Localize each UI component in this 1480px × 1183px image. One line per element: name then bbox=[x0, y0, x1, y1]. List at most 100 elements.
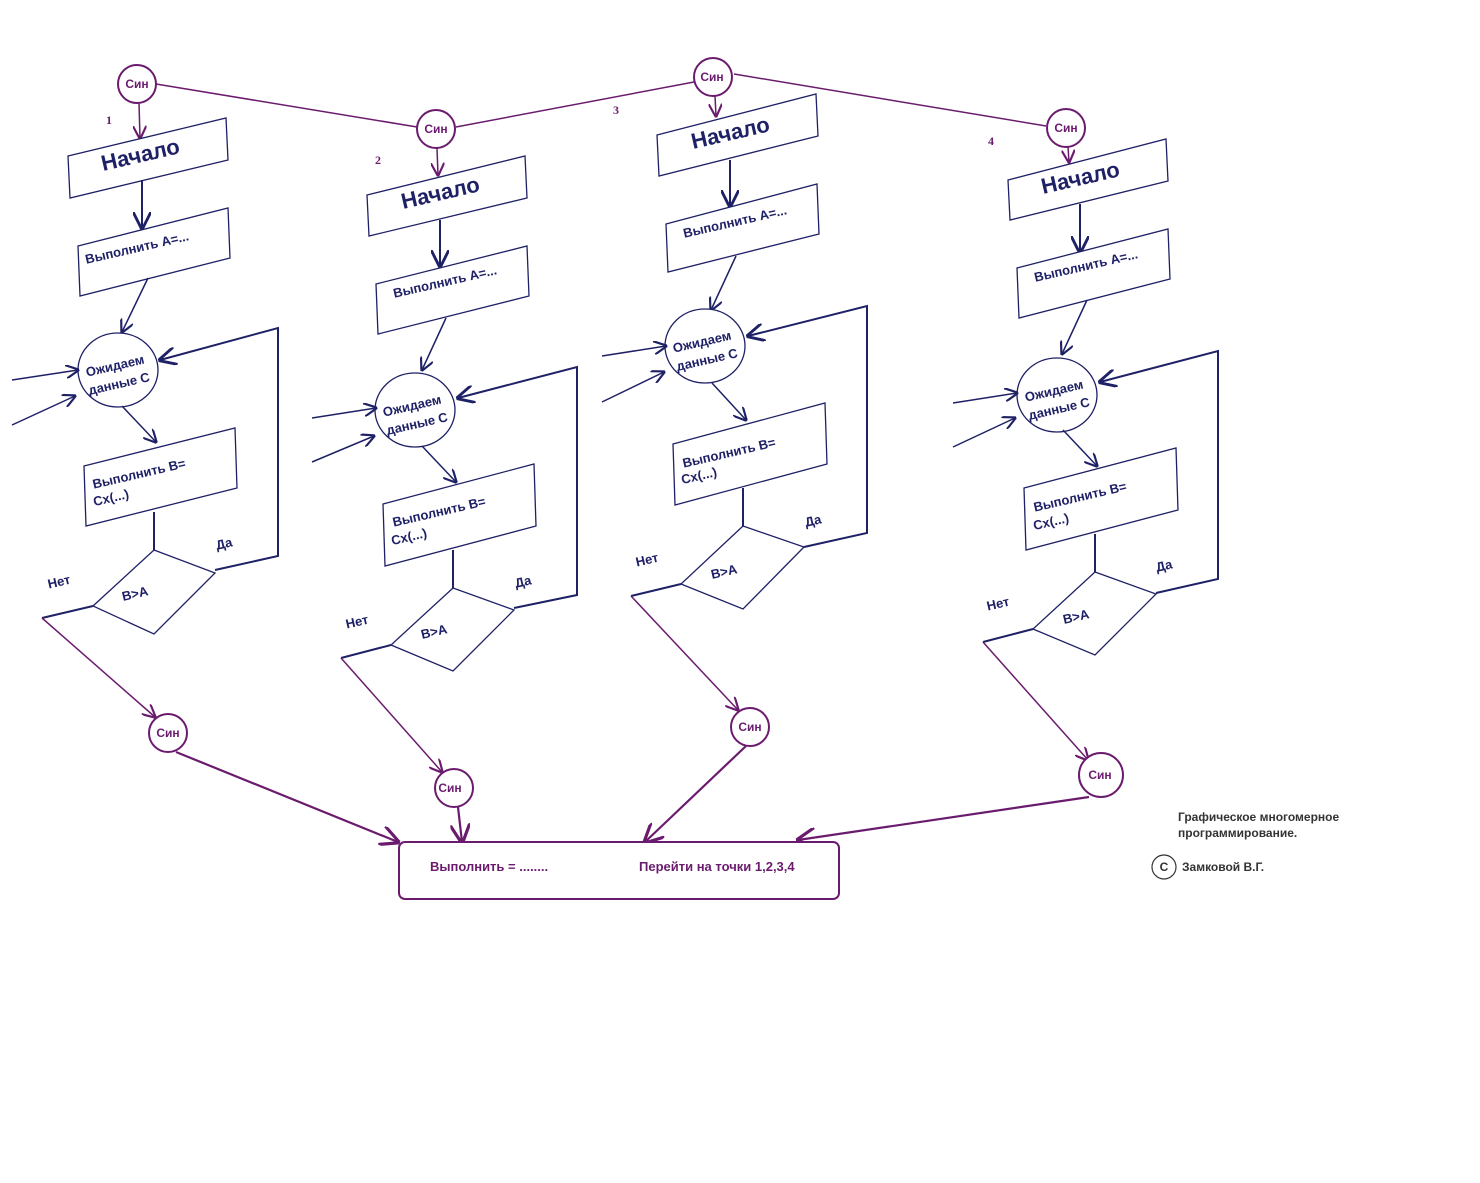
arrow bbox=[711, 382, 746, 420]
condition-label: В>А bbox=[419, 621, 449, 642]
sync-label: Син bbox=[438, 781, 461, 795]
arrow bbox=[715, 95, 716, 116]
sync-circle-top-2 bbox=[416, 109, 456, 149]
sync-label: Син bbox=[700, 70, 723, 84]
sync-circle-top-1 bbox=[117, 64, 157, 104]
no-branch-line bbox=[41, 605, 94, 619]
yes-loop bbox=[458, 365, 578, 609]
sync-circle-bottom-2 bbox=[434, 768, 474, 808]
arrow bbox=[175, 750, 398, 842]
exec-a-box bbox=[375, 245, 530, 335]
input-arrow bbox=[952, 393, 1017, 404]
condition-label: В>А bbox=[1061, 606, 1091, 627]
sync-label: Син bbox=[125, 77, 148, 91]
sync-circle-bottom-3 bbox=[730, 707, 770, 747]
input-arrow bbox=[952, 418, 1015, 448]
arrow bbox=[41, 617, 155, 717]
sync-circle-top-3 bbox=[693, 57, 733, 97]
input-arrow bbox=[11, 370, 78, 381]
input-arrow bbox=[311, 436, 374, 463]
branch-1: 1 Син Начало Выполнить А=... Ожидаем дан… bbox=[11, 64, 398, 842]
exec-b-box bbox=[672, 402, 828, 506]
arrow bbox=[1068, 146, 1069, 162]
condition-diamond bbox=[389, 587, 516, 672]
no-branch-line bbox=[340, 644, 392, 659]
yes-label: Да bbox=[803, 511, 823, 529]
arrow bbox=[645, 745, 747, 842]
no-branch-line bbox=[982, 628, 1034, 643]
no-label: Нет bbox=[985, 594, 1011, 614]
author-name: Замковой В.Г. bbox=[1182, 860, 1264, 874]
note-line-1: Графическое многомерное bbox=[1178, 810, 1339, 824]
branch-number-3: 3 bbox=[613, 103, 619, 117]
yes-label: Да bbox=[214, 534, 234, 552]
exec-b-box bbox=[83, 427, 238, 527]
branch-number-2: 2 bbox=[375, 153, 381, 167]
condition-diamond bbox=[91, 549, 217, 635]
sync-label: Син bbox=[424, 122, 447, 136]
start-box bbox=[1007, 138, 1169, 221]
arrow bbox=[122, 277, 149, 332]
branch-number-1: 1 bbox=[106, 113, 112, 127]
final-goto-label: Перейти на точки 1,2,3,4 bbox=[639, 859, 795, 874]
yes-label: Да bbox=[1154, 556, 1174, 574]
condition-label: В>А bbox=[120, 583, 150, 604]
condition-label: В>А bbox=[709, 561, 739, 582]
no-label: Нет bbox=[344, 612, 370, 632]
yes-loop bbox=[160, 326, 279, 571]
arrow bbox=[139, 102, 140, 138]
condition-diamond bbox=[1031, 571, 1158, 656]
sync-label: Син bbox=[1054, 121, 1077, 135]
copyright-circle bbox=[1151, 854, 1177, 880]
arrow bbox=[121, 405, 156, 442]
final-block: Выполнить = ........ Перейти на точки 1,… bbox=[398, 841, 840, 900]
exec-a-box bbox=[77, 207, 231, 297]
sync-label: Син bbox=[738, 720, 761, 734]
arrow bbox=[422, 317, 447, 370]
arrow bbox=[1062, 299, 1088, 354]
author-note: Графическое многомерное программирование… bbox=[1151, 810, 1339, 880]
arrow bbox=[630, 595, 738, 710]
start-box bbox=[67, 117, 229, 199]
input-arrow bbox=[311, 408, 376, 419]
arrow bbox=[982, 641, 1088, 760]
branch-3: 3 Син Начало Выполнить А=... Ожидаем дан… bbox=[601, 57, 868, 842]
condition-diamond bbox=[679, 525, 806, 610]
copyright-symbol: С bbox=[1160, 860, 1169, 874]
exec-a-box bbox=[665, 183, 820, 273]
input-arrow bbox=[11, 396, 75, 426]
sync-label: Син bbox=[156, 726, 179, 740]
start-box bbox=[366, 155, 528, 237]
arrow bbox=[340, 657, 442, 772]
input-arrow bbox=[601, 372, 664, 403]
final-block-box bbox=[398, 841, 840, 900]
final-exec-label: Выполнить = ........ bbox=[430, 859, 548, 874]
note-line-2: программирование. bbox=[1178, 826, 1297, 840]
sync-circle-top-4 bbox=[1046, 108, 1086, 148]
branch-4: 4 Син Начало Выполнить А=... Ожидаем дан… bbox=[798, 108, 1219, 840]
branch-2: 2 Син Начало Выполнить А=... Ожидаем дан… bbox=[311, 109, 578, 842]
yes-loop bbox=[748, 304, 868, 548]
no-label: Нет bbox=[46, 572, 72, 592]
yes-label: Да bbox=[513, 572, 533, 590]
no-label: Нет bbox=[634, 550, 660, 570]
arrow bbox=[1062, 429, 1097, 466]
start-box bbox=[656, 93, 819, 177]
sync-link-3-4 bbox=[733, 73, 1047, 127]
branch-number-4: 4 bbox=[988, 134, 994, 148]
arrow bbox=[458, 806, 462, 842]
exec-b-box bbox=[1023, 447, 1179, 551]
sync-link-1-2 bbox=[155, 83, 418, 128]
arrow bbox=[421, 445, 456, 482]
exec-a-box bbox=[1016, 228, 1171, 319]
sync-circle-bottom-4 bbox=[1078, 752, 1124, 798]
input-arrow bbox=[601, 346, 666, 357]
arrow bbox=[711, 255, 737, 310]
yes-loop bbox=[1100, 349, 1219, 594]
arrow bbox=[437, 147, 438, 175]
no-branch-line bbox=[630, 583, 682, 597]
arrow bbox=[798, 795, 1090, 840]
sync-circle-bottom-1 bbox=[148, 713, 188, 753]
